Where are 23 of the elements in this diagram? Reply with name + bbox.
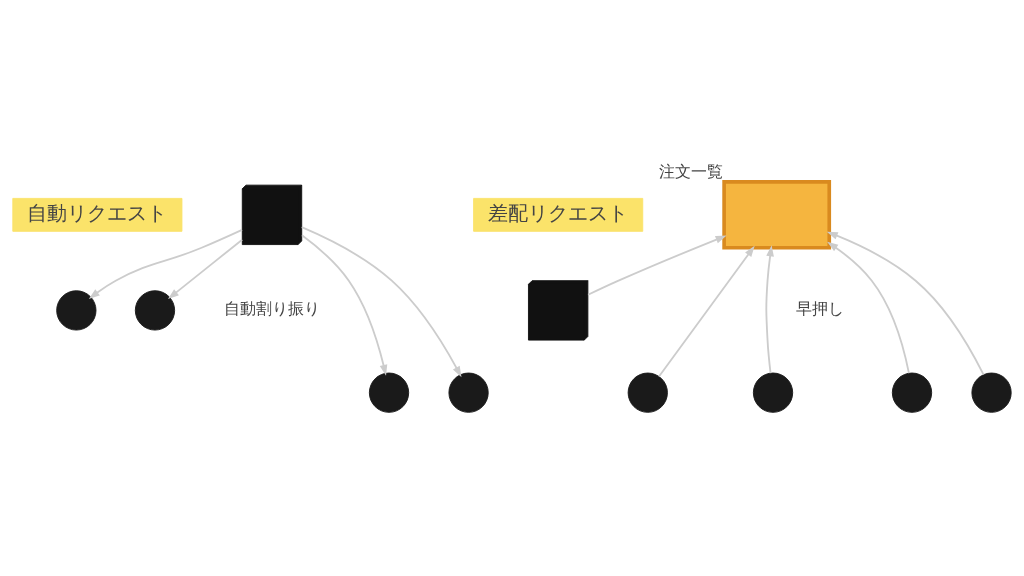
label: 早押し <box>795 299 844 319</box>
arrow <box>301 234 388 376</box>
node-box: 自動リクエスト <box>12 197 183 232</box>
node-person <box>971 372 1012 413</box>
arrow <box>300 226 462 378</box>
node-person <box>891 372 933 413</box>
node-box: 差配リクエスト <box>473 197 644 232</box>
node-person <box>368 372 410 413</box>
arrow <box>827 241 910 375</box>
node-person <box>56 290 97 331</box>
node-person <box>627 372 668 413</box>
node-box <box>722 180 832 250</box>
arrow <box>587 235 727 296</box>
arrow <box>765 245 774 375</box>
node-person <box>134 290 176 331</box>
arrow <box>658 245 755 378</box>
node-person <box>752 372 794 413</box>
arrow <box>826 231 985 376</box>
label: 自動割り振り <box>224 299 320 319</box>
arrow <box>167 238 244 300</box>
arrow <box>88 228 243 299</box>
node-label: 注文一覧 <box>658 161 723 181</box>
node-person <box>448 372 489 413</box>
